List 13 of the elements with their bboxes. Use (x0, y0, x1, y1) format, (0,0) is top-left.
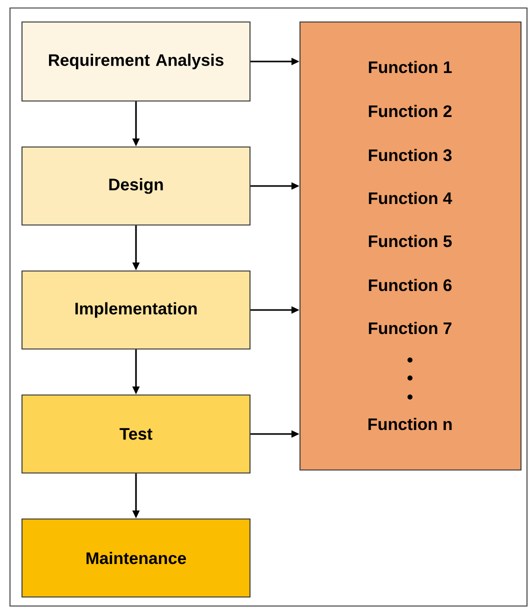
function-label: Function 6 (368, 278, 452, 292)
process-box: Design (21, 146, 251, 226)
function-label: Function 1 (368, 60, 452, 74)
function-label: Function 7 (368, 322, 452, 334)
process-box: Implementation (21, 270, 251, 350)
process-box: Maintenance (21, 518, 251, 598)
process-box: Test (21, 394, 251, 474)
function-label: Function 2 (368, 104, 452, 118)
function-label: Function 5 (368, 234, 452, 248)
process-box: Requirement Analysis (21, 21, 251, 102)
function-label: Function 3 (368, 148, 452, 162)
function-label: Function 4 (368, 192, 452, 204)
function-label: Function n (368, 418, 452, 430)
